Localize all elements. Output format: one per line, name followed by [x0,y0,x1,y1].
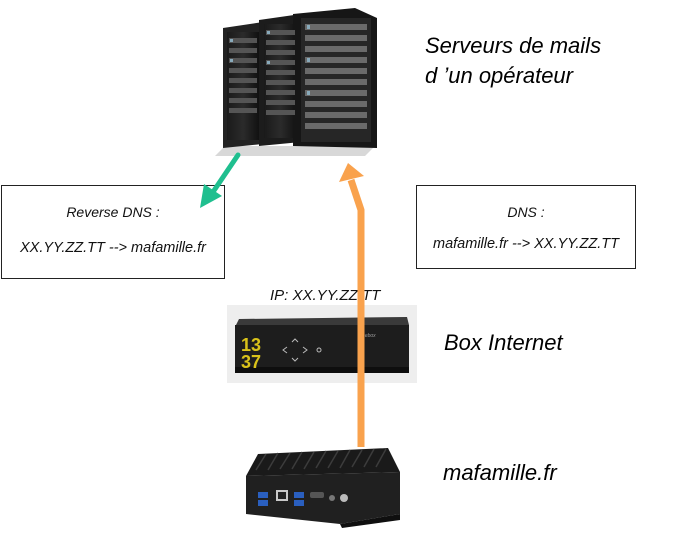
box-internet-device-icon: 13 37 freebox [227,305,417,383]
green-arrow-line [210,152,241,195]
green-arrow-head [200,184,222,208]
orange-arrow-head [339,163,364,182]
box-logo-bottom: 37 [241,352,261,372]
mini-pc-label: mafamille.fr [443,460,557,485]
pc-ports [258,490,348,506]
box-logo-top: 13 [241,335,261,355]
server-label: Serveurs de mails d ’un opérateur [425,31,601,91]
server-label-line1: Serveurs de mails [425,33,602,58]
reverse-dns-mapping: XX.YY.ZZ.TT --> mafamille.fr [20,240,206,256]
mini-pc-device-icon [246,448,400,528]
reverse-dns-title: Reverse DNS : [66,204,160,220]
dns-title: DNS : [507,204,545,220]
orange-arrow-line [347,178,365,447]
reverse-dns-box: Reverse DNS : XX.YY.ZZ.TT --> mafamille.… [1,185,225,279]
dns-box: DNS : mafamille.fr --> XX.YY.ZZ.TT [416,185,636,269]
server-label-line2: d ’un opérateur [425,63,573,88]
box-internet-label: Box Internet [444,330,563,355]
dns-mapping: mafamille.fr --> XX.YY.ZZ.TT [433,236,619,252]
ip-label: IP: XX.YY.ZZ.TT [270,287,381,304]
server-rack-icon [215,8,377,156]
nav-pad-icon [282,338,322,362]
box-brand: freebox [359,333,376,339]
